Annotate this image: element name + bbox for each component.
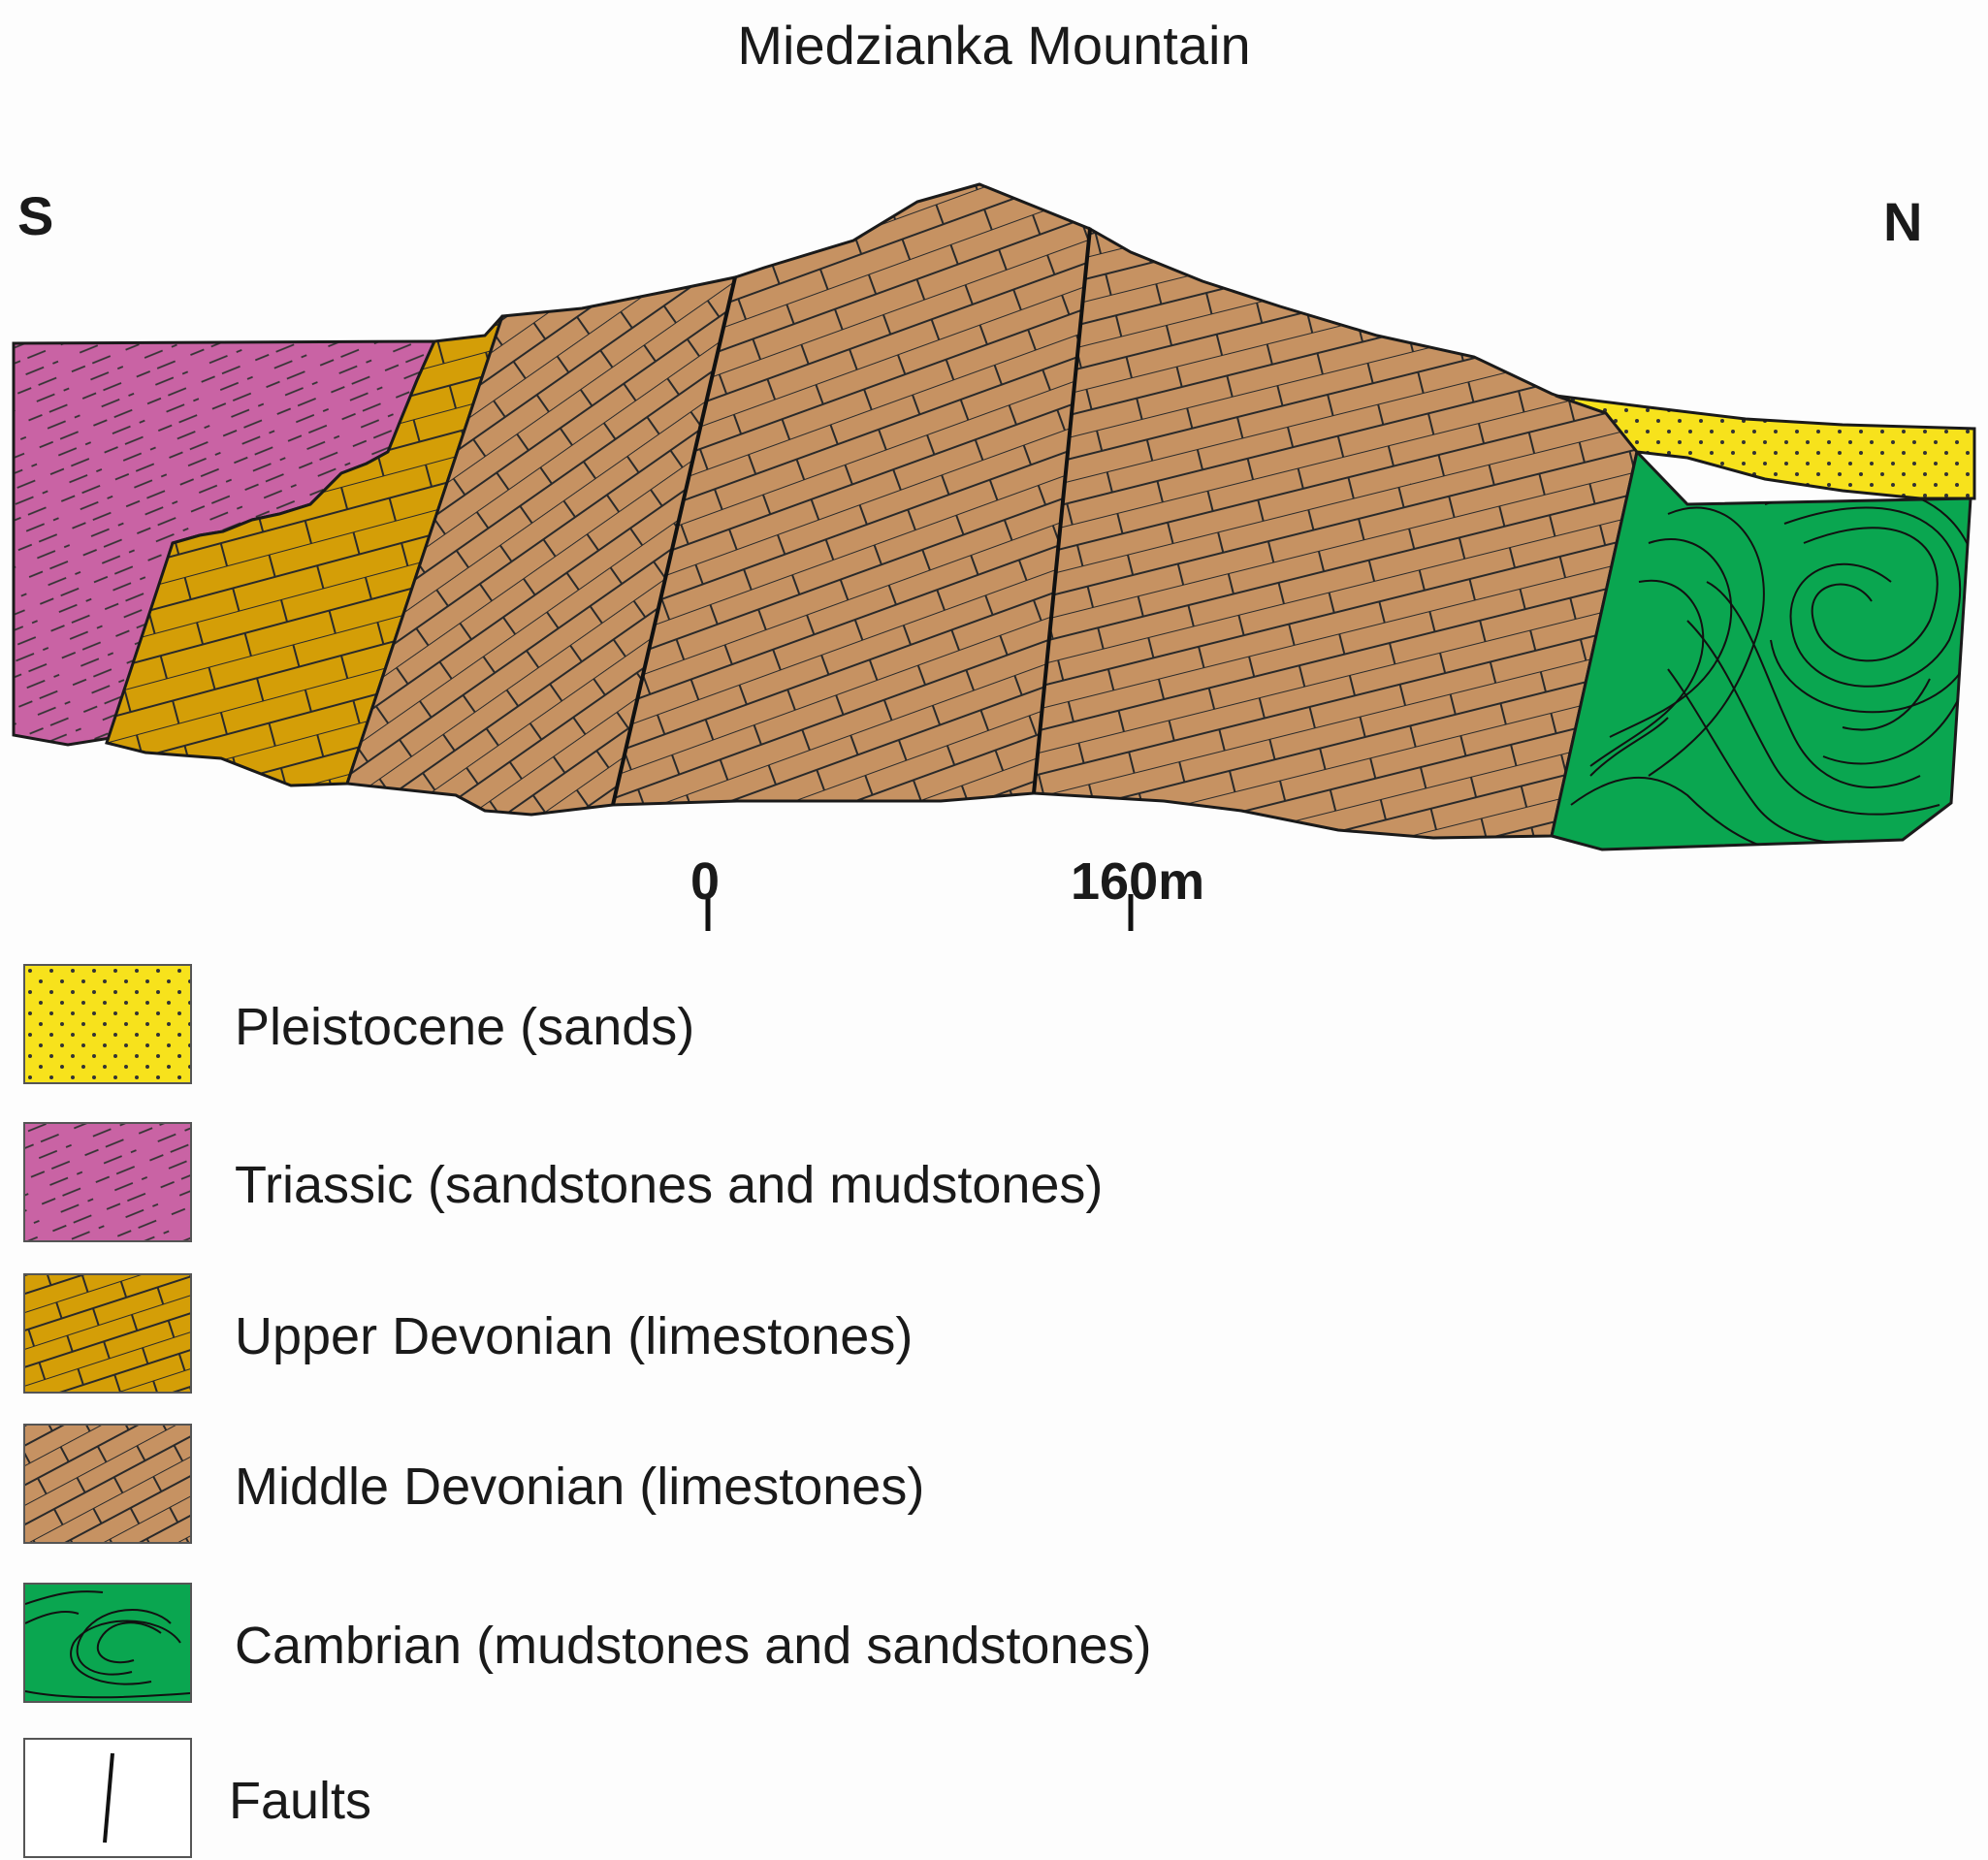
middle-devonian-unit-1: [344, 275, 737, 817]
cambrian-unit: [1550, 448, 1972, 851]
legend-label: Upper Devonian (limestones): [235, 1307, 914, 1365]
scale-end-label: 160m: [1071, 852, 1205, 911]
pleistocene-swatch: [23, 964, 192, 1084]
legend-label: Pleistocene (sands): [235, 998, 695, 1056]
fault-icon: [103, 1752, 114, 1844]
fault-line-2: [1032, 228, 1092, 794]
legend-item-upper-devonian: Upper Devonian (limestones): [23, 1273, 1769, 1395]
legend-item-triassic: Triassic (sandstones and mudstones): [23, 1122, 1769, 1244]
scale-start-label: 0: [690, 852, 721, 911]
legend-label: Triassic (sandstones and mudstones): [235, 1156, 1104, 1214]
faults-swatch: [23, 1738, 192, 1858]
legend-label: Faults: [229, 1772, 372, 1830]
upper-devonian-swatch: [23, 1273, 192, 1394]
legend-item-middle-devonian: Middle Devonian (limestones): [23, 1424, 1769, 1546]
cambrian-swatch: [23, 1583, 192, 1703]
scale-bar: [705, 894, 1134, 931]
middle-devonian-swatch: [23, 1424, 192, 1544]
legend-label: Middle Devonian (limestones): [235, 1458, 925, 1516]
legend-item-cambrian: Cambrian (mudstones and sandstones): [23, 1583, 1769, 1705]
upper-devonian-unit: [105, 314, 504, 787]
middle-devonian-unit-3: [1032, 226, 1639, 840]
north-label: N: [1883, 191, 1923, 252]
pleistocene-unit: [1555, 394, 1976, 500]
geological-cross-section: [12, 182, 1976, 931]
legend-label: Cambrian (mudstones and sandstones): [235, 1617, 1152, 1675]
legend-item-pleistocene: Pleistocene (sands): [23, 964, 1769, 1086]
triassic-swatch: [23, 1122, 192, 1242]
diagram-title: Miedzianka Mountain: [737, 15, 1251, 76]
south-label: S: [17, 185, 54, 246]
fault-line-1: [611, 276, 737, 806]
legend-item-faults: Faults: [23, 1738, 1769, 1860]
